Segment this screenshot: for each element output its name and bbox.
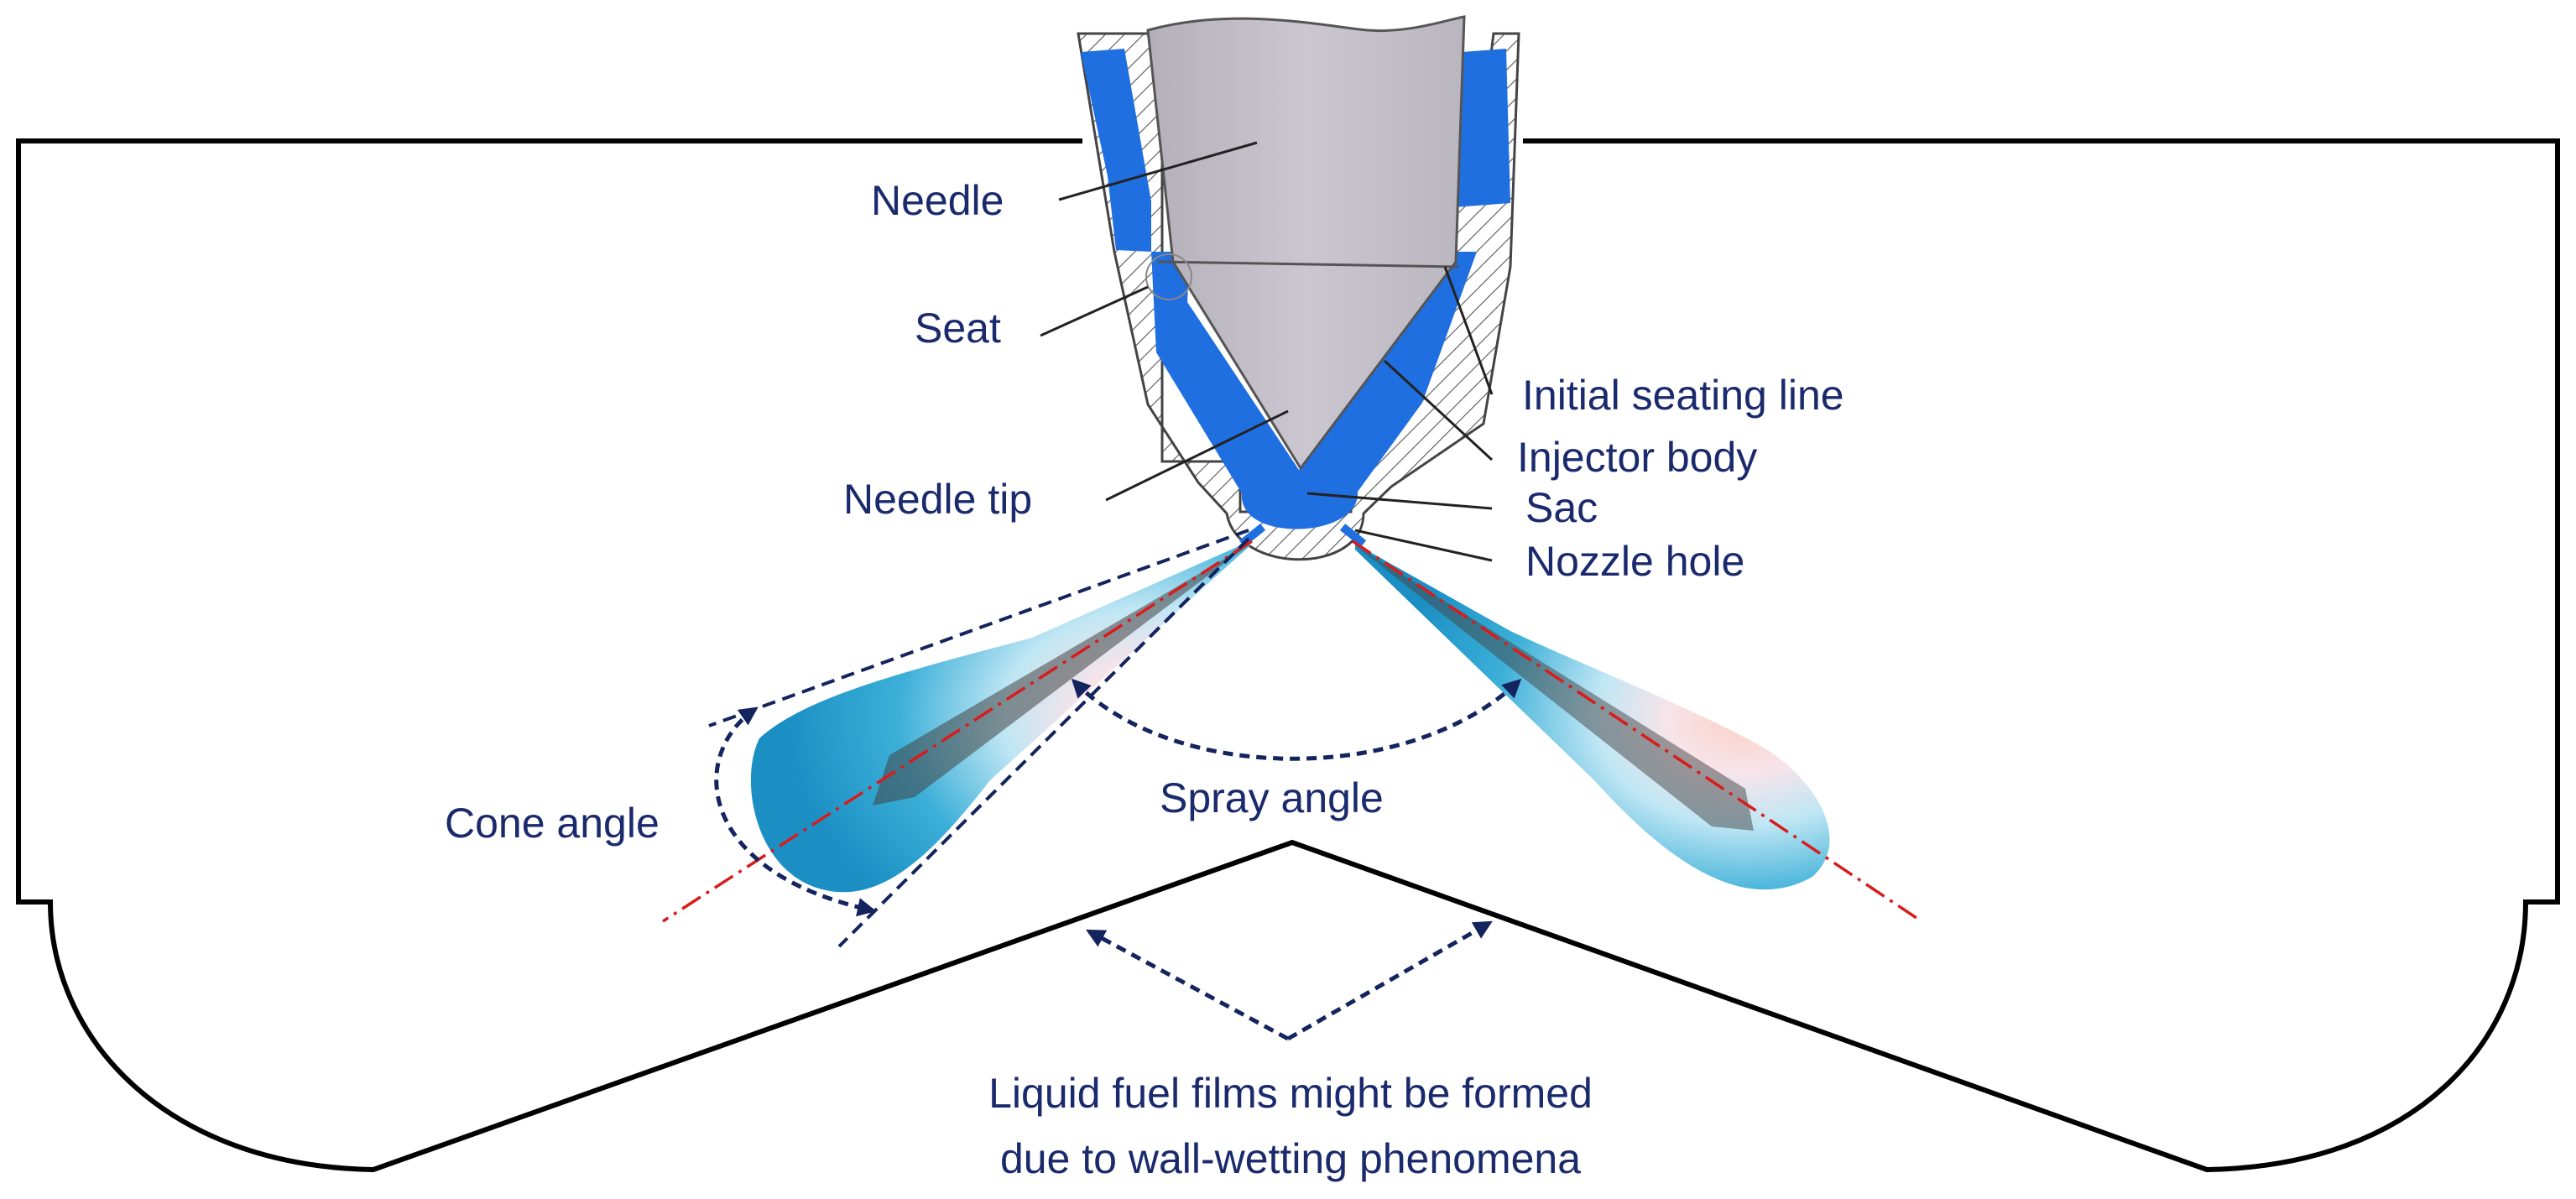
- label-wall-film-line1: Liquid fuel films might be formed: [988, 1070, 1593, 1117]
- chamber-outline: [16, 138, 2560, 1173]
- needle: [1146, 15, 1466, 471]
- fuel-cone-and-sac: [1151, 252, 1477, 529]
- spray-angle-arc: [1071, 678, 1522, 761]
- label-spray-angle: Spray angle: [1160, 774, 1384, 821]
- leader-injector-body: [1383, 359, 1494, 461]
- spray-core-left: [873, 544, 1250, 805]
- fuel-passage-left: [1081, 49, 1151, 252]
- spray-left: [750, 541, 1250, 893]
- nozzle-hole-right: [1339, 524, 1367, 547]
- wall-film-arrow-left: [1086, 929, 1290, 1041]
- label-seat: Seat: [915, 305, 1001, 352]
- cone-boundary-lower: [837, 537, 1250, 948]
- label-injector-body: Injector body: [1517, 434, 1757, 481]
- leader-sac: [1306, 492, 1493, 510]
- spray-right: [1355, 544, 1830, 890]
- label-nozzle-hole: Nozzle hole: [1525, 538, 1744, 585]
- initial-seating-line: [1157, 260, 1459, 268]
- label-cone-angle: Cone angle: [445, 800, 660, 847]
- wall-film-arrow-right: [1286, 920, 1493, 1041]
- leader-needle-tip: [1105, 409, 1289, 502]
- label-needle-tip: Needle tip: [843, 476, 1032, 523]
- label-sac: Sac: [1525, 484, 1598, 531]
- label-needle: Needle: [871, 177, 1004, 224]
- injector: [1077, 15, 1520, 561]
- leader-needle: [1058, 141, 1258, 201]
- cone-angle-arc: [714, 706, 877, 917]
- label-initial-seating-line: Initial seating line: [1522, 372, 1844, 419]
- leader-seat: [1040, 285, 1149, 337]
- leader-initial-seating-line: [1443, 266, 1494, 395]
- spray-core-right: [1355, 545, 1754, 831]
- label-wall-film-line2: due to wall-wetting phenomena: [1000, 1135, 1581, 1182]
- leader-nozzle-hole: [1354, 529, 1493, 562]
- spray-axis-right: [1352, 540, 1922, 923]
- cone-boundary-upper: [708, 529, 1249, 727]
- leader-lines: [1040, 141, 1494, 562]
- cylinder-wall: [16, 138, 2560, 1173]
- seat-marker: [1145, 253, 1192, 300]
